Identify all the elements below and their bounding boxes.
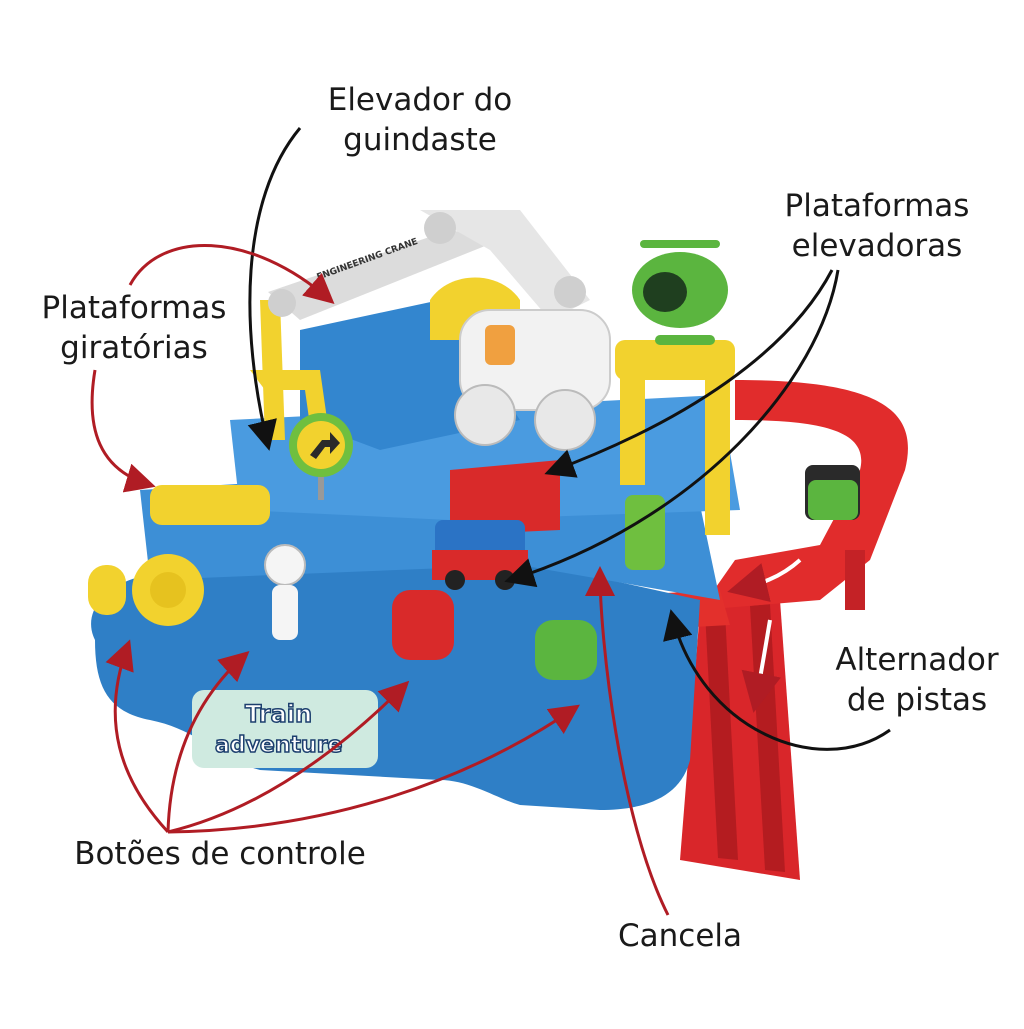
- label-gate: Cancela: [590, 916, 770, 956]
- label-rotating-platforms-line2: giratórias: [60, 330, 208, 366]
- callout-arrows: [90, 127, 891, 916]
- arrow-button-white: [166, 650, 250, 833]
- green-helicopter: [632, 240, 728, 345]
- label-gate-line1: Cancela: [617, 918, 742, 954]
- label-crane-lift-line1: Elevador do: [327, 82, 513, 118]
- arrow-rotating-top: [128, 243, 335, 304]
- red-lift-platform: [450, 460, 560, 535]
- label-rotating-platforms: Plataformas giratórias: [14, 288, 254, 368]
- label-lift-platforms: Plataformas elevadoras: [752, 186, 1002, 266]
- road-sign: [289, 413, 353, 500]
- arrow-track-switch: [663, 609, 891, 751]
- green-gate-post: [625, 495, 665, 570]
- arrow-gate: [585, 566, 670, 916]
- label-lift-platforms-line1: Plataformas: [784, 188, 970, 224]
- label-control-buttons-line1: Botões de controle: [74, 836, 366, 872]
- crane-structure: [250, 210, 735, 535]
- arrow-button-green: [167, 704, 580, 834]
- arrow-lift-upper: [544, 269, 834, 478]
- arrow-lift-lower: [504, 269, 840, 588]
- arrow-crane-lift: [247, 127, 302, 451]
- label-track-switch-line2: de pistas: [846, 682, 988, 718]
- blue-train: [432, 520, 528, 590]
- arrow-rotating-bottom: [90, 369, 156, 493]
- label-rotating-platforms-line1: Plataformas: [41, 290, 227, 326]
- label-control-buttons: Botões de controle: [40, 834, 400, 874]
- sticker-line-1: Train: [245, 700, 312, 728]
- label-track-switch: Alternador de pistas: [812, 640, 1022, 720]
- label-crane-lift-line2: guindaste: [343, 122, 497, 158]
- train-adventure-sticker: Train adventure: [192, 690, 378, 768]
- track-direction-arrows: [727, 558, 802, 713]
- control-buttons: [88, 544, 597, 680]
- sticker-line-2: adventure: [215, 733, 342, 758]
- label-lift-platforms-line2: elevadoras: [791, 228, 963, 264]
- label-track-switch-line1: Alternador: [835, 642, 999, 678]
- white-crane-truck: [454, 309, 611, 451]
- arrow-button-red: [167, 680, 410, 834]
- arrow-button-yellow: [105, 639, 170, 834]
- green-car: [805, 465, 860, 520]
- label-crane-lift: Elevador do guindaste: [300, 80, 540, 160]
